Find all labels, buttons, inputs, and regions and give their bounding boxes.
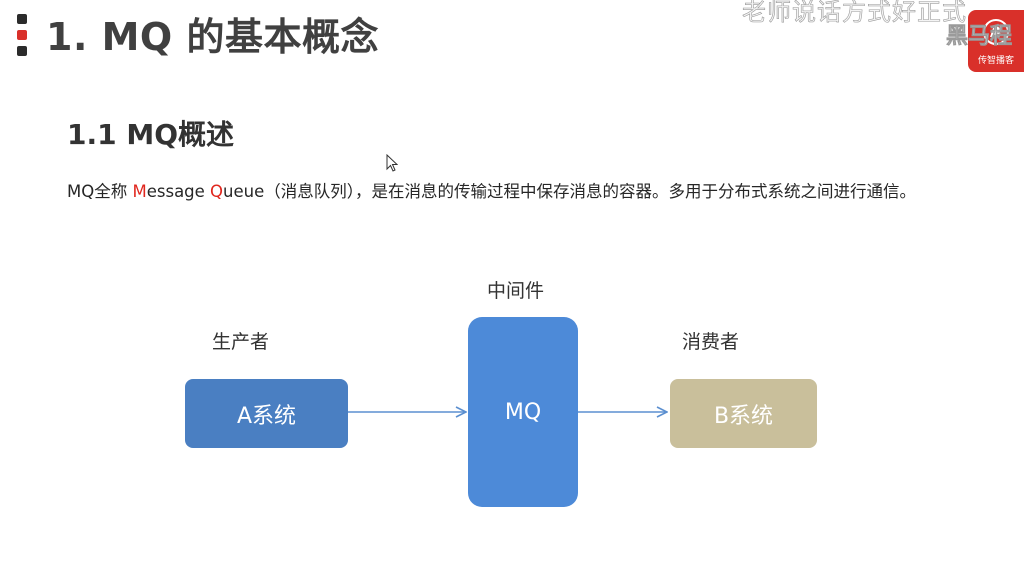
title-marker — [17, 14, 27, 58]
description-paragraph: MQ全称 Message Queue（消息队列），是在消息的传输过程中保存消息的… — [67, 176, 967, 207]
highlight-q: Q — [210, 182, 224, 201]
producer-label: 生产者 — [212, 331, 270, 353]
mq-label: MQ — [504, 399, 542, 425]
mq-box: MQ — [468, 317, 578, 507]
consumer-label: 消费者 — [682, 331, 740, 353]
brand-watermark: 黑马程 — [946, 24, 1013, 50]
logo-caption: 传智播客 — [977, 56, 1014, 66]
system-a-box: A系统 — [185, 379, 348, 448]
horse-logo-icon — [983, 19, 1009, 45]
mouse-cursor-icon — [386, 154, 398, 172]
paragraph-prefix: MQ全称 — [67, 182, 133, 201]
title-marker-square-top — [17, 14, 27, 24]
middleware-label: 中间件 — [487, 280, 545, 302]
highlight-m: M — [132, 182, 147, 201]
paragraph-message: essage — [146, 182, 211, 201]
system-a-label: A系统 — [236, 403, 297, 429]
brand-logo: 传智播客 — [968, 10, 1024, 72]
title-marker-square-bottom — [17, 46, 27, 56]
title-marker-square-middle — [17, 30, 27, 40]
section-title: 1.1 MQ概述 — [67, 118, 235, 151]
system-b-box: B系统 — [670, 379, 817, 448]
video-subtitle: 老师说话方式好正式 — [742, 0, 967, 26]
paragraph-rest: ueue（消息队列），是在消息的传输过程中保存消息的容器。多用于分布式系统之间进… — [223, 182, 917, 201]
system-b-label: B系统 — [713, 403, 774, 429]
page-title: 1. MQ 的基本概念 — [46, 15, 379, 59]
